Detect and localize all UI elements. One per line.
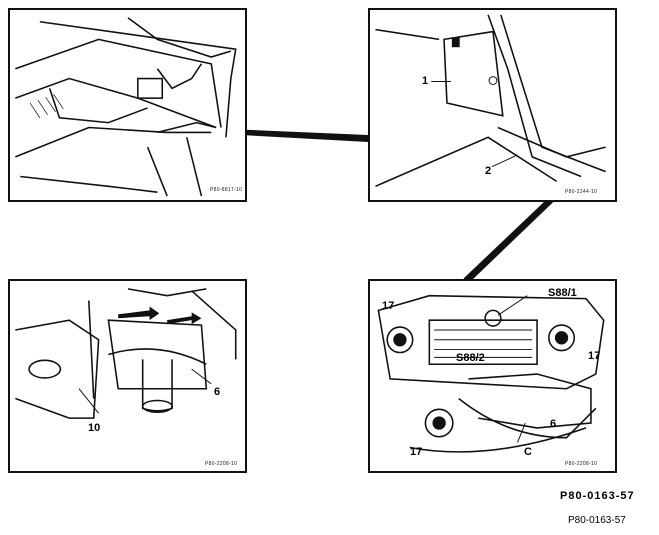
switch-closeup-illustration — [15, 288, 237, 419]
callout-s88-2: S88/2 — [456, 352, 485, 364]
callout-2: 2 — [485, 165, 492, 177]
side-trim-illustration — [375, 14, 606, 188]
callout-17-right: 17 — [588, 350, 601, 362]
trunk-illustration — [15, 17, 237, 197]
connector-detail-illustration — [377, 294, 605, 453]
callout-17-bottom: 17 — [410, 446, 423, 458]
connector-panel-code: P80-2208-10 — [565, 461, 598, 467]
closeup-panel-code: P80-2208-10 — [205, 461, 238, 467]
footer-code: P80-0163-57 — [568, 515, 626, 526]
callout-6: 6 — [214, 386, 221, 398]
trunk-panel-code: P80-8817-10 — [210, 187, 243, 193]
callout-s88-1: S88/1 — [548, 287, 577, 299]
switch-closeup-panel: 10 6 P80-2208-10 — [8, 279, 247, 473]
callout-10: 10 — [88, 422, 101, 434]
connector-detail-panel: S88/1 17 S88/2 17 6 17 C P80-2208-10 — [368, 279, 617, 473]
callout-6: 6 — [550, 418, 557, 430]
figure-code: P80-0163-57 — [560, 490, 635, 502]
callout-1: 1 — [422, 75, 429, 87]
callout-17-top-left: 17 — [382, 300, 395, 312]
side-trim-panel: 1 2 P80-2244-10 — [368, 8, 617, 202]
trunk-overview-panel: P80-8817-10 — [8, 8, 247, 202]
side-trim-panel-code: P80-2244-10 — [565, 189, 598, 195]
callout-c: C — [524, 446, 532, 458]
